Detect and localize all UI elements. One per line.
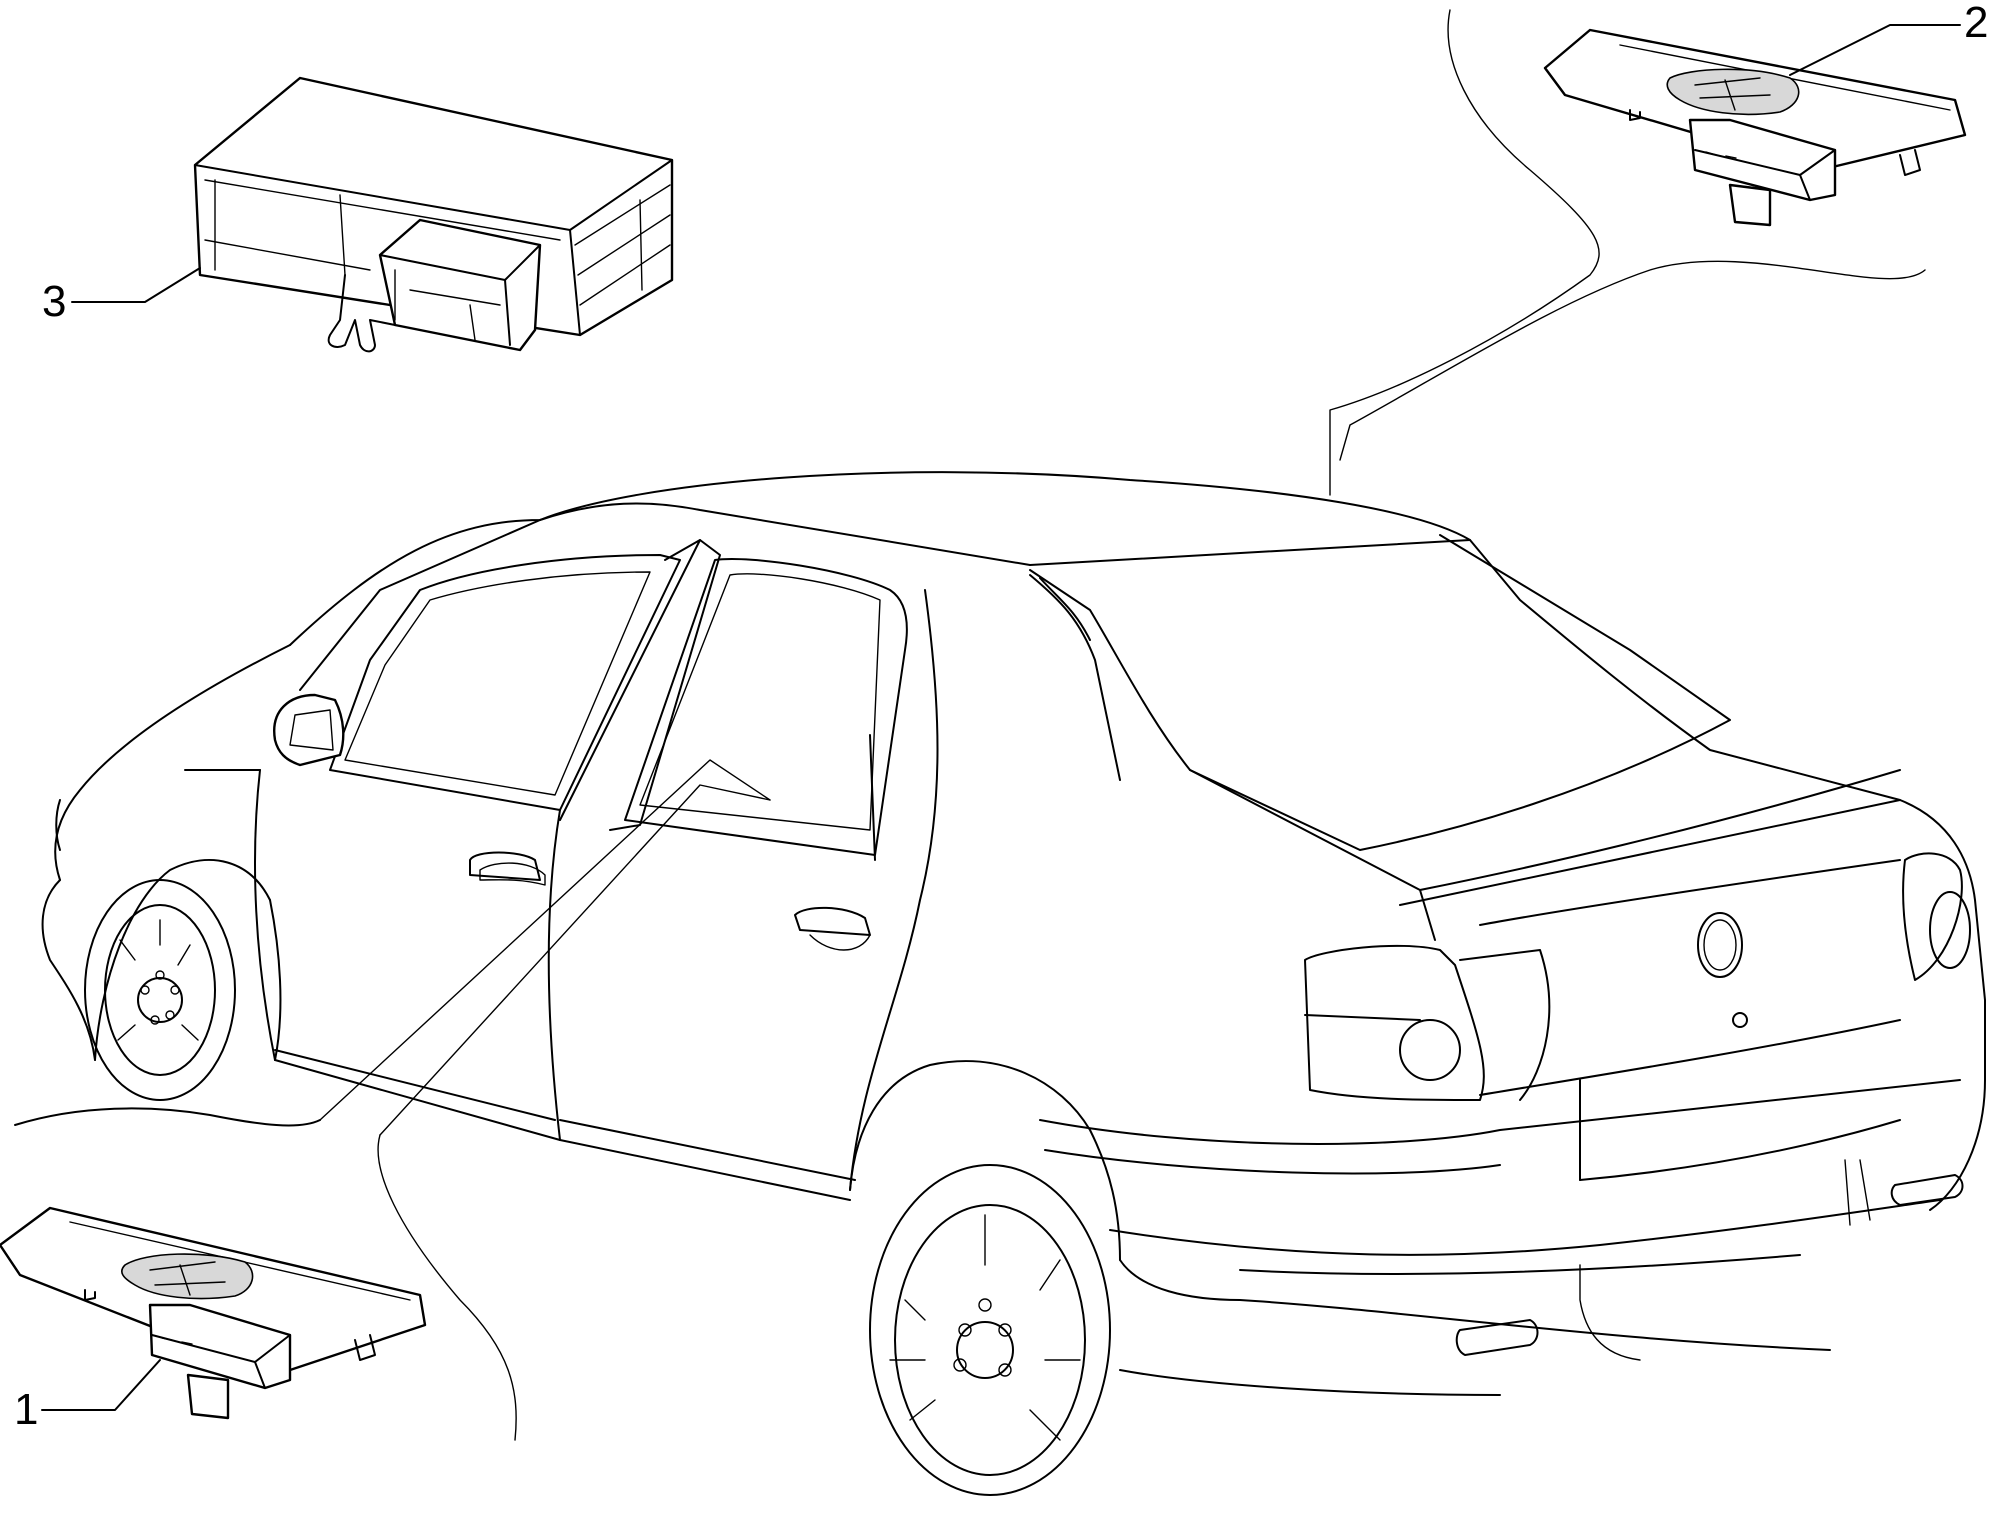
control-unit-part [193,76,674,353]
callout-number-3: 3 [42,277,66,326]
callout-number-1: 1 [14,1385,38,1434]
car-illustration [14,471,1986,1496]
window-switch-part-upper [1543,28,1967,227]
callout-1: 1 [14,1359,161,1434]
callout-number-2: 2 [1964,0,1988,47]
leader-lines [319,9,1926,1441]
window-switch-part-lower [0,1206,427,1420]
callout-2: 2 [1789,0,1988,76]
callout-3: 3 [42,267,201,326]
